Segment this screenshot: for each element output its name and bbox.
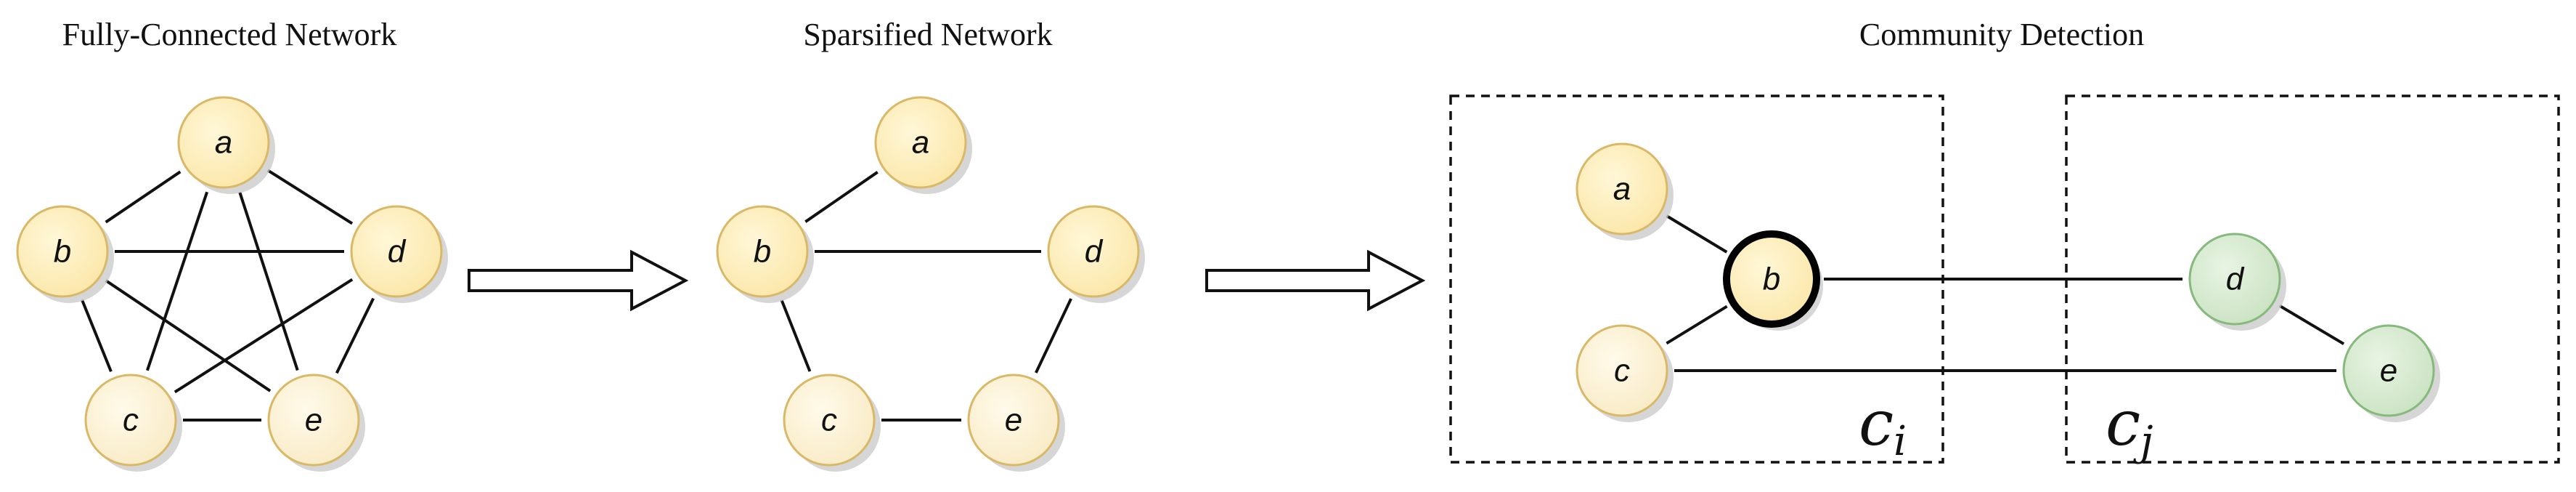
edge-c-d [174, 278, 354, 394]
node-label: c [821, 403, 837, 438]
node-label: c [1614, 353, 1630, 389]
panel-title-community-detection: Community Detection [1859, 17, 2144, 52]
node-circle [1576, 324, 1668, 417]
edge-a-e [238, 191, 299, 371]
fully-connected-nodes: a b c d e [16, 96, 448, 472]
right-arrow-icon [1205, 249, 1426, 312]
community-edges [1666, 214, 2345, 372]
node-circle [874, 96, 967, 189]
node-circle [1047, 205, 1140, 298]
community-box-cj [2065, 94, 2560, 464]
node-label: b [1763, 262, 1780, 297]
node-label: a [215, 125, 232, 161]
node-b: b [16, 205, 114, 303]
node-label: e [305, 403, 322, 438]
edge-a-b [1666, 214, 1728, 254]
node-label: b [54, 234, 71, 270]
node-circle [716, 205, 809, 298]
community-label-cj: cj [2106, 387, 2153, 465]
edge-b-e [105, 279, 272, 392]
edge-b-c [81, 299, 113, 373]
community-nodes: a b c d e [1576, 142, 2440, 422]
edge-b-c [780, 299, 812, 372]
edge-a-c [145, 191, 209, 371]
node-d: d [1047, 205, 1145, 303]
node-d: d [2188, 233, 2286, 331]
node-e: e [967, 374, 1065, 472]
edge-d-e [1035, 298, 1072, 374]
node-circle [2342, 324, 2435, 417]
node-d: d [350, 205, 448, 303]
right-arrow-icon [468, 249, 689, 312]
node-circle [2188, 233, 2281, 326]
sparsified-nodes: a b c d e [716, 96, 1145, 472]
node-circle [783, 374, 876, 467]
node-c: c [783, 374, 881, 472]
node-label: d [388, 234, 407, 270]
node-circle [967, 374, 1060, 467]
node-a: a [177, 96, 275, 194]
node-label: d [1085, 234, 1104, 270]
community-label-ci: ci [1859, 387, 1907, 465]
node-b: b [716, 205, 814, 303]
node-label: c [123, 403, 139, 438]
edge-b-c [1666, 305, 1728, 345]
node-circle [1576, 142, 1668, 235]
node-a: a [1576, 142, 1674, 241]
node-circle [84, 374, 177, 467]
node-label: a [1613, 172, 1631, 207]
node-e: e [267, 374, 365, 472]
panel-title-fully-connected: Fully-Connected Network [62, 17, 397, 52]
node-a: a [874, 96, 972, 194]
panel-title-sparsified: Sparsified Network [803, 17, 1052, 52]
node-label: e [1005, 403, 1022, 438]
node-circle [177, 96, 270, 189]
node-circle [350, 205, 443, 298]
node-c: c [1576, 324, 1674, 422]
edge-a-d [266, 169, 354, 225]
node-label: e [2380, 353, 2397, 389]
edge-a-b [105, 170, 182, 224]
edge-d-e [335, 297, 375, 374]
node-label: d [2226, 262, 2245, 297]
community-box-ci [1449, 94, 1944, 464]
node-b: b [1723, 230, 1823, 331]
node-circle [16, 205, 109, 298]
node-e: e [2342, 324, 2440, 422]
edge-a-b [804, 171, 879, 223]
sparsified-edges [780, 171, 1072, 422]
node-circle [1723, 230, 1820, 328]
node-label: a [912, 125, 929, 161]
node-circle [267, 374, 360, 467]
fully-connected-edges [81, 169, 375, 422]
edge-d-e [2278, 305, 2345, 345]
node-c: c [84, 374, 182, 472]
node-label: b [754, 234, 771, 270]
